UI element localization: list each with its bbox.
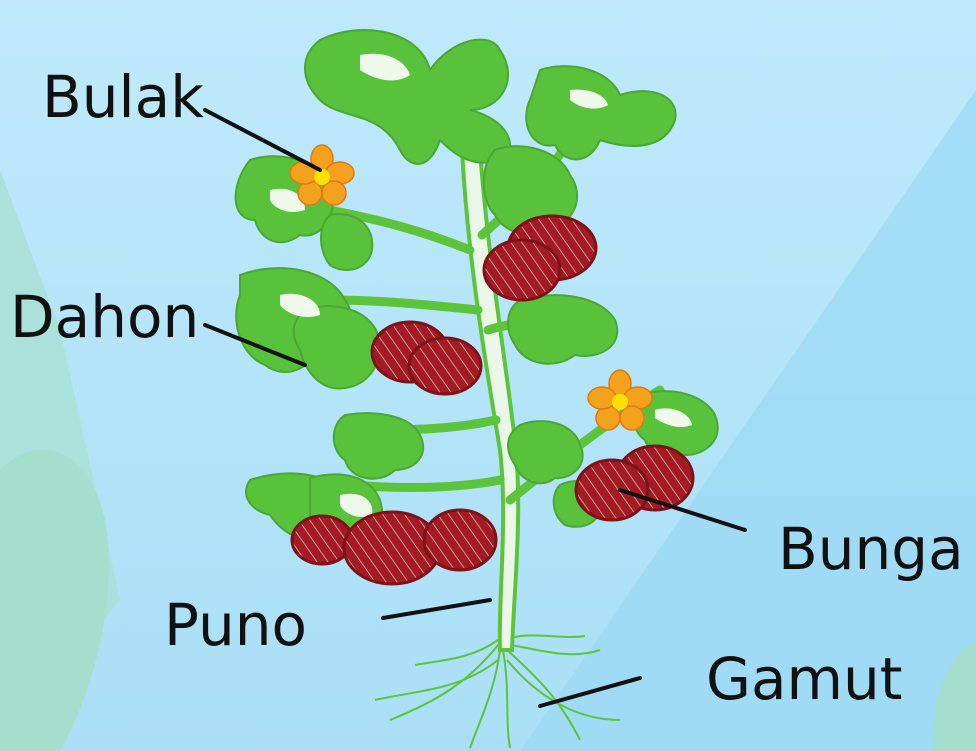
leaf-label: Dahon	[10, 288, 199, 346]
tomato	[292, 516, 352, 564]
flower-label: Bulak	[42, 68, 204, 126]
tomato	[424, 510, 496, 570]
tomato	[576, 460, 648, 520]
root-label: Gamut	[706, 650, 903, 708]
stem-label: Puno	[164, 596, 307, 654]
tomato	[409, 338, 481, 394]
tomato	[484, 240, 560, 300]
fruit-label: Bunga	[778, 520, 964, 578]
